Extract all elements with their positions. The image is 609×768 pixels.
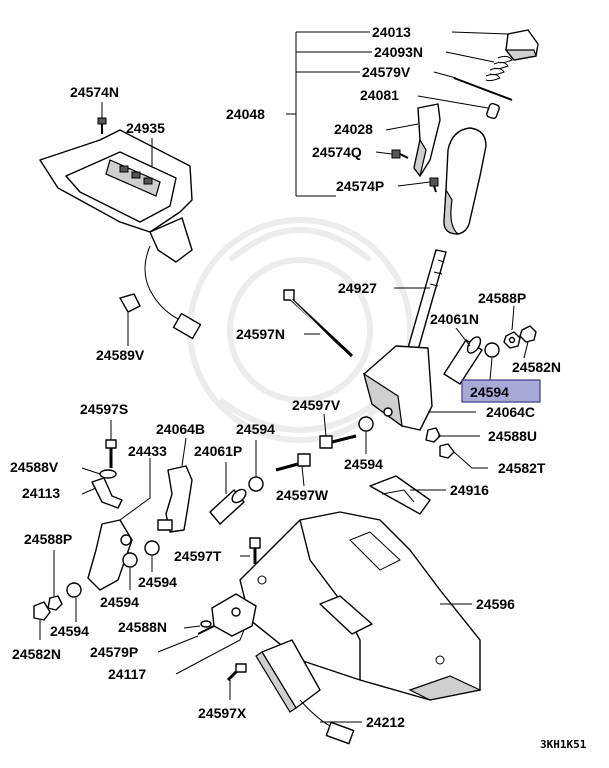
label-24596[interactable]: 24596 <box>476 596 515 612</box>
label-24588P-left[interactable]: 24588P <box>24 531 72 547</box>
screw-q-part <box>391 149 409 159</box>
long-bolt-part <box>283 289 354 359</box>
label-24597S[interactable]: 24597S <box>80 401 128 417</box>
label-24582T[interactable]: 24582T <box>498 460 546 476</box>
label-24048[interactable]: 24048 <box>226 106 265 122</box>
screw-n-part <box>97 117 107 134</box>
label-24597W[interactable]: 24597W <box>276 487 329 503</box>
lever-bracket-c-part <box>363 345 433 431</box>
bolt-w-part <box>275 453 311 472</box>
label-24061N[interactable]: 24061N <box>430 311 479 327</box>
label-24117[interactable]: 24117 <box>108 666 146 682</box>
small-pin-part <box>486 102 500 120</box>
label-24594-a[interactable]: 24594 <box>236 421 275 437</box>
bushing-24594-a-part <box>248 476 264 492</box>
bushing-24594-d-part <box>144 540 160 556</box>
clip-24916-part <box>369 475 431 515</box>
label-24013[interactable]: 24013 <box>372 24 411 40</box>
nut-24588P-left-part <box>47 595 63 611</box>
nut-24582N-left-part <box>33 601 51 621</box>
bushing-24594-c-part <box>122 552 138 568</box>
lever-bracket-b-part <box>157 465 193 533</box>
bolt-s-part <box>105 439 117 468</box>
bolt-v-part <box>319 434 357 449</box>
label-24597V[interactable]: 24597V <box>292 397 341 413</box>
leader-lines <box>39 31 529 723</box>
label-24597T[interactable]: 24597T <box>174 548 222 564</box>
label-24588N[interactable]: 24588N <box>118 619 167 635</box>
screw-p-part <box>429 177 439 193</box>
tube-p-part <box>209 488 247 525</box>
solenoid-24212-part <box>255 639 355 745</box>
nut-t-part <box>439 443 455 459</box>
bracket-24117-part <box>211 593 257 637</box>
label-24594-highlighted[interactable]: 24594 <box>470 384 509 400</box>
spring-part <box>485 55 513 82</box>
label-24064C[interactable]: 24064C <box>486 404 535 420</box>
label-24582N-right[interactable]: 24582N <box>512 359 561 375</box>
tube-n-part <box>443 336 483 385</box>
label-24028[interactable]: 24028 <box>334 121 373 137</box>
cover-piece-part <box>413 103 441 178</box>
washer-v-part <box>99 469 117 479</box>
label-24935[interactable]: 24935 <box>126 120 165 136</box>
label-24589V[interactable]: 24589V <box>96 347 145 363</box>
label-24093N[interactable]: 24093N <box>374 44 423 60</box>
nut-u-part <box>425 427 441 443</box>
label-24061P[interactable]: 24061P <box>194 443 242 459</box>
bushing-right-part <box>484 342 500 358</box>
bolt-x-part <box>226 663 247 682</box>
pin-24579P-part <box>197 625 215 635</box>
label-24433[interactable]: 24433 <box>128 443 167 459</box>
label-24594-c[interactable]: 24594 <box>138 574 177 590</box>
nut-right-b-part <box>519 325 537 343</box>
label-24081[interactable]: 24081 <box>360 87 399 103</box>
indicator-panel-part <box>39 129 193 263</box>
knob-cap-part <box>504 29 539 61</box>
label-24064B[interactable]: 24064B <box>156 421 205 437</box>
bolt-t-part <box>249 537 261 564</box>
pin-part <box>453 77 513 101</box>
reference-code: 3KH1K51 <box>540 738 587 751</box>
label-24927[interactable]: 24927 <box>338 280 377 296</box>
lever-rod-part <box>407 249 447 351</box>
label-24916[interactable]: 24916 <box>450 482 489 498</box>
label-24574P[interactable]: 24574P <box>336 178 384 194</box>
bushing-24594-e-part <box>66 582 82 598</box>
label-24594-b[interactable]: 24594 <box>344 456 383 472</box>
washer-24588N-part <box>200 620 212 628</box>
label-24588P-right[interactable]: 24588P <box>478 290 526 306</box>
label-24597X[interactable]: 24597X <box>198 705 247 721</box>
shift-knob-part <box>443 127 487 235</box>
label-24574N[interactable]: 24574N <box>70 84 119 100</box>
bushing-mid-part <box>358 416 374 432</box>
label-24588V[interactable]: 24588V <box>10 459 59 475</box>
label-24594-d[interactable]: 24594 <box>100 594 139 610</box>
wire-harness-part <box>119 245 202 340</box>
label-24597N[interactable]: 24597N <box>236 326 285 342</box>
label-24113[interactable]: 24113 <box>22 485 60 501</box>
label-24579V[interactable]: 24579V <box>362 64 411 80</box>
label-24582N-left[interactable]: 24582N <box>12 646 61 662</box>
bracket-24113-part <box>91 477 123 509</box>
label-24588U[interactable]: 24588U <box>488 428 537 444</box>
nut-right-a-part <box>503 331 521 349</box>
label-24579P[interactable]: 24579P <box>90 644 138 660</box>
label-24212[interactable]: 24212 <box>366 714 405 730</box>
label-24574Q[interactable]: 24574Q <box>312 144 362 160</box>
lever-arm-part <box>87 519 133 591</box>
part-labels: 24013 24093N 24579V 24081 24048 24028 24… <box>10 24 587 751</box>
highlight-box <box>461 379 541 403</box>
label-24594-e[interactable]: 24594 <box>50 623 89 639</box>
